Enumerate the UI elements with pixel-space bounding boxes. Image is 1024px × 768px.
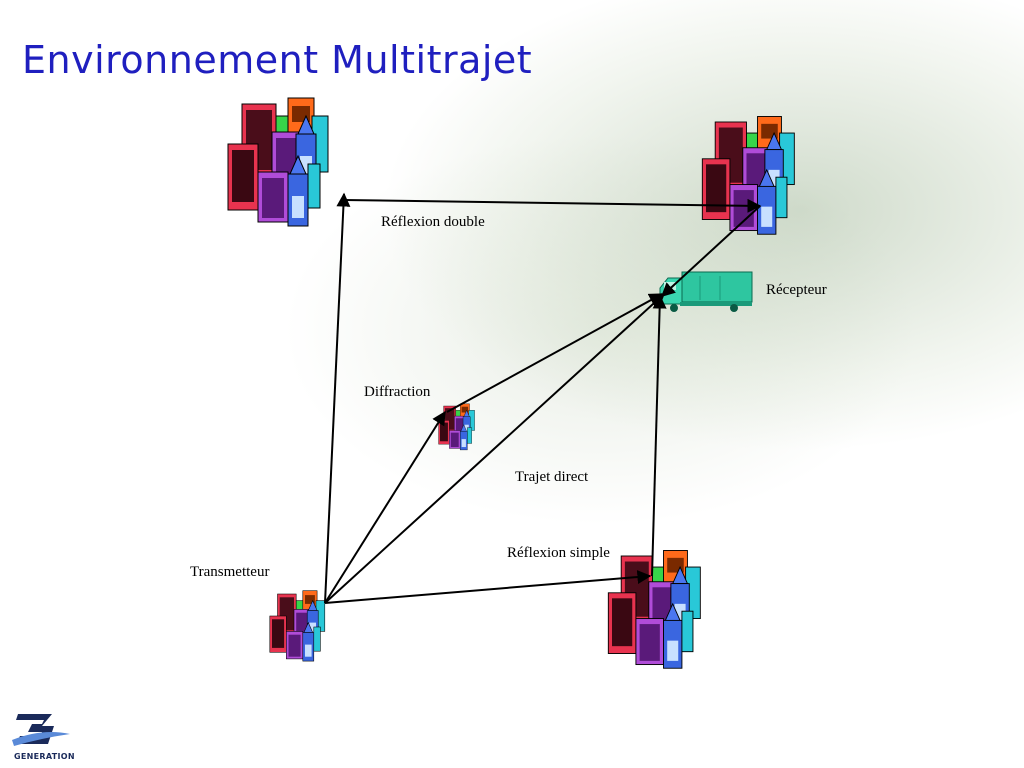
truck-icon [659,271,753,312]
arrow-direct-path [324,293,666,604]
page-title: Environnement Multitrajet [22,38,533,82]
label-double-reflection: Réflexion double [381,214,485,230]
arrow-tx-to-bottomright [324,570,652,604]
arrow-tx-to-diffraction [324,410,446,604]
arrow-bottomright-to-receiver [651,294,667,577]
arrow-topright-to-receiver [660,205,761,297]
label-diffraction: Diffraction [364,384,431,400]
city-buildings-top-left-icon [227,97,329,227]
label-receiver: Récepteur [766,282,827,298]
city-buildings-transmitter-icon [269,590,326,662]
label-transmitter: Transmetteur [190,564,270,580]
3g-logo-icon [12,714,70,746]
label-direct-path: Trajet direct [515,469,589,485]
city-buildings-bottom-right-icon [607,550,701,669]
logo-text: GENERATION [14,752,75,761]
label-simple-reflection: Réflexion simple [507,545,610,561]
arrow-topleft-to-topright [343,198,762,213]
city-buildings-diffraction-icon [438,403,475,451]
arrow-diffraction-to-receiver [446,293,664,413]
arrow-tx-to-topleft [324,192,351,604]
